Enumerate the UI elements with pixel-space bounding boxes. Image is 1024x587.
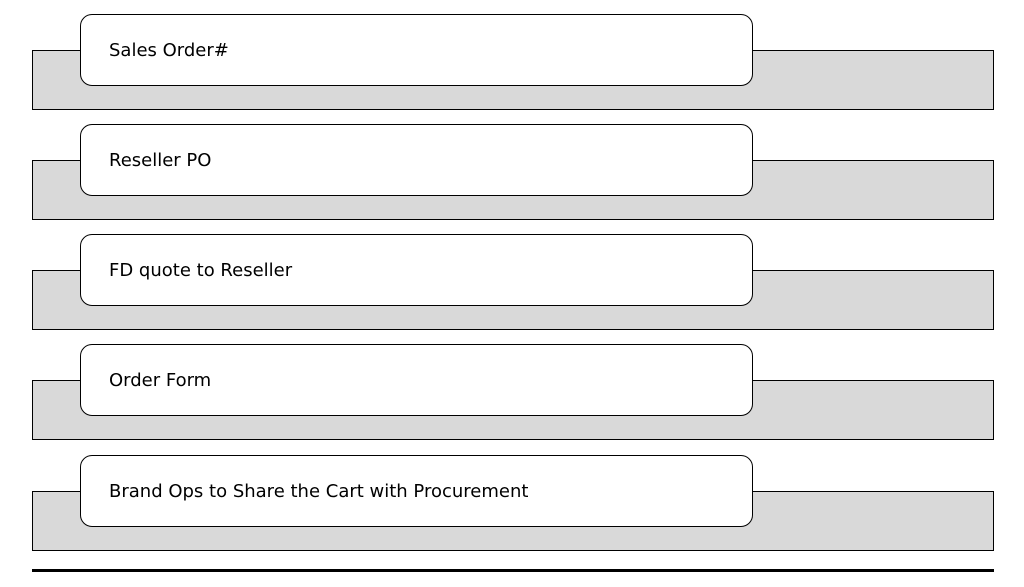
step-row-3: FD quote to Reseller bbox=[0, 234, 1024, 346]
step-row-2: Reseller PO bbox=[0, 124, 1024, 236]
bottom-divider-line bbox=[32, 569, 994, 572]
step-label: Reseller PO bbox=[109, 149, 212, 171]
step-label-box: FD quote to Reseller bbox=[80, 234, 753, 306]
step-label-box: Brand Ops to Share the Cart with Procure… bbox=[80, 455, 753, 527]
step-label: Sales Order# bbox=[109, 39, 229, 61]
step-label: FD quote to Reseller bbox=[109, 259, 293, 281]
step-label-box: Order Form bbox=[80, 344, 753, 416]
step-label: Brand Ops to Share the Cart with Procure… bbox=[109, 480, 529, 502]
step-label-box: Sales Order# bbox=[80, 14, 753, 86]
step-row-5: Brand Ops to Share the Cart with Procure… bbox=[0, 455, 1024, 567]
step-row-1: Sales Order# bbox=[0, 14, 1024, 126]
step-row-4: Order Form bbox=[0, 344, 1024, 456]
step-label: Order Form bbox=[109, 369, 212, 391]
step-label-box: Reseller PO bbox=[80, 124, 753, 196]
